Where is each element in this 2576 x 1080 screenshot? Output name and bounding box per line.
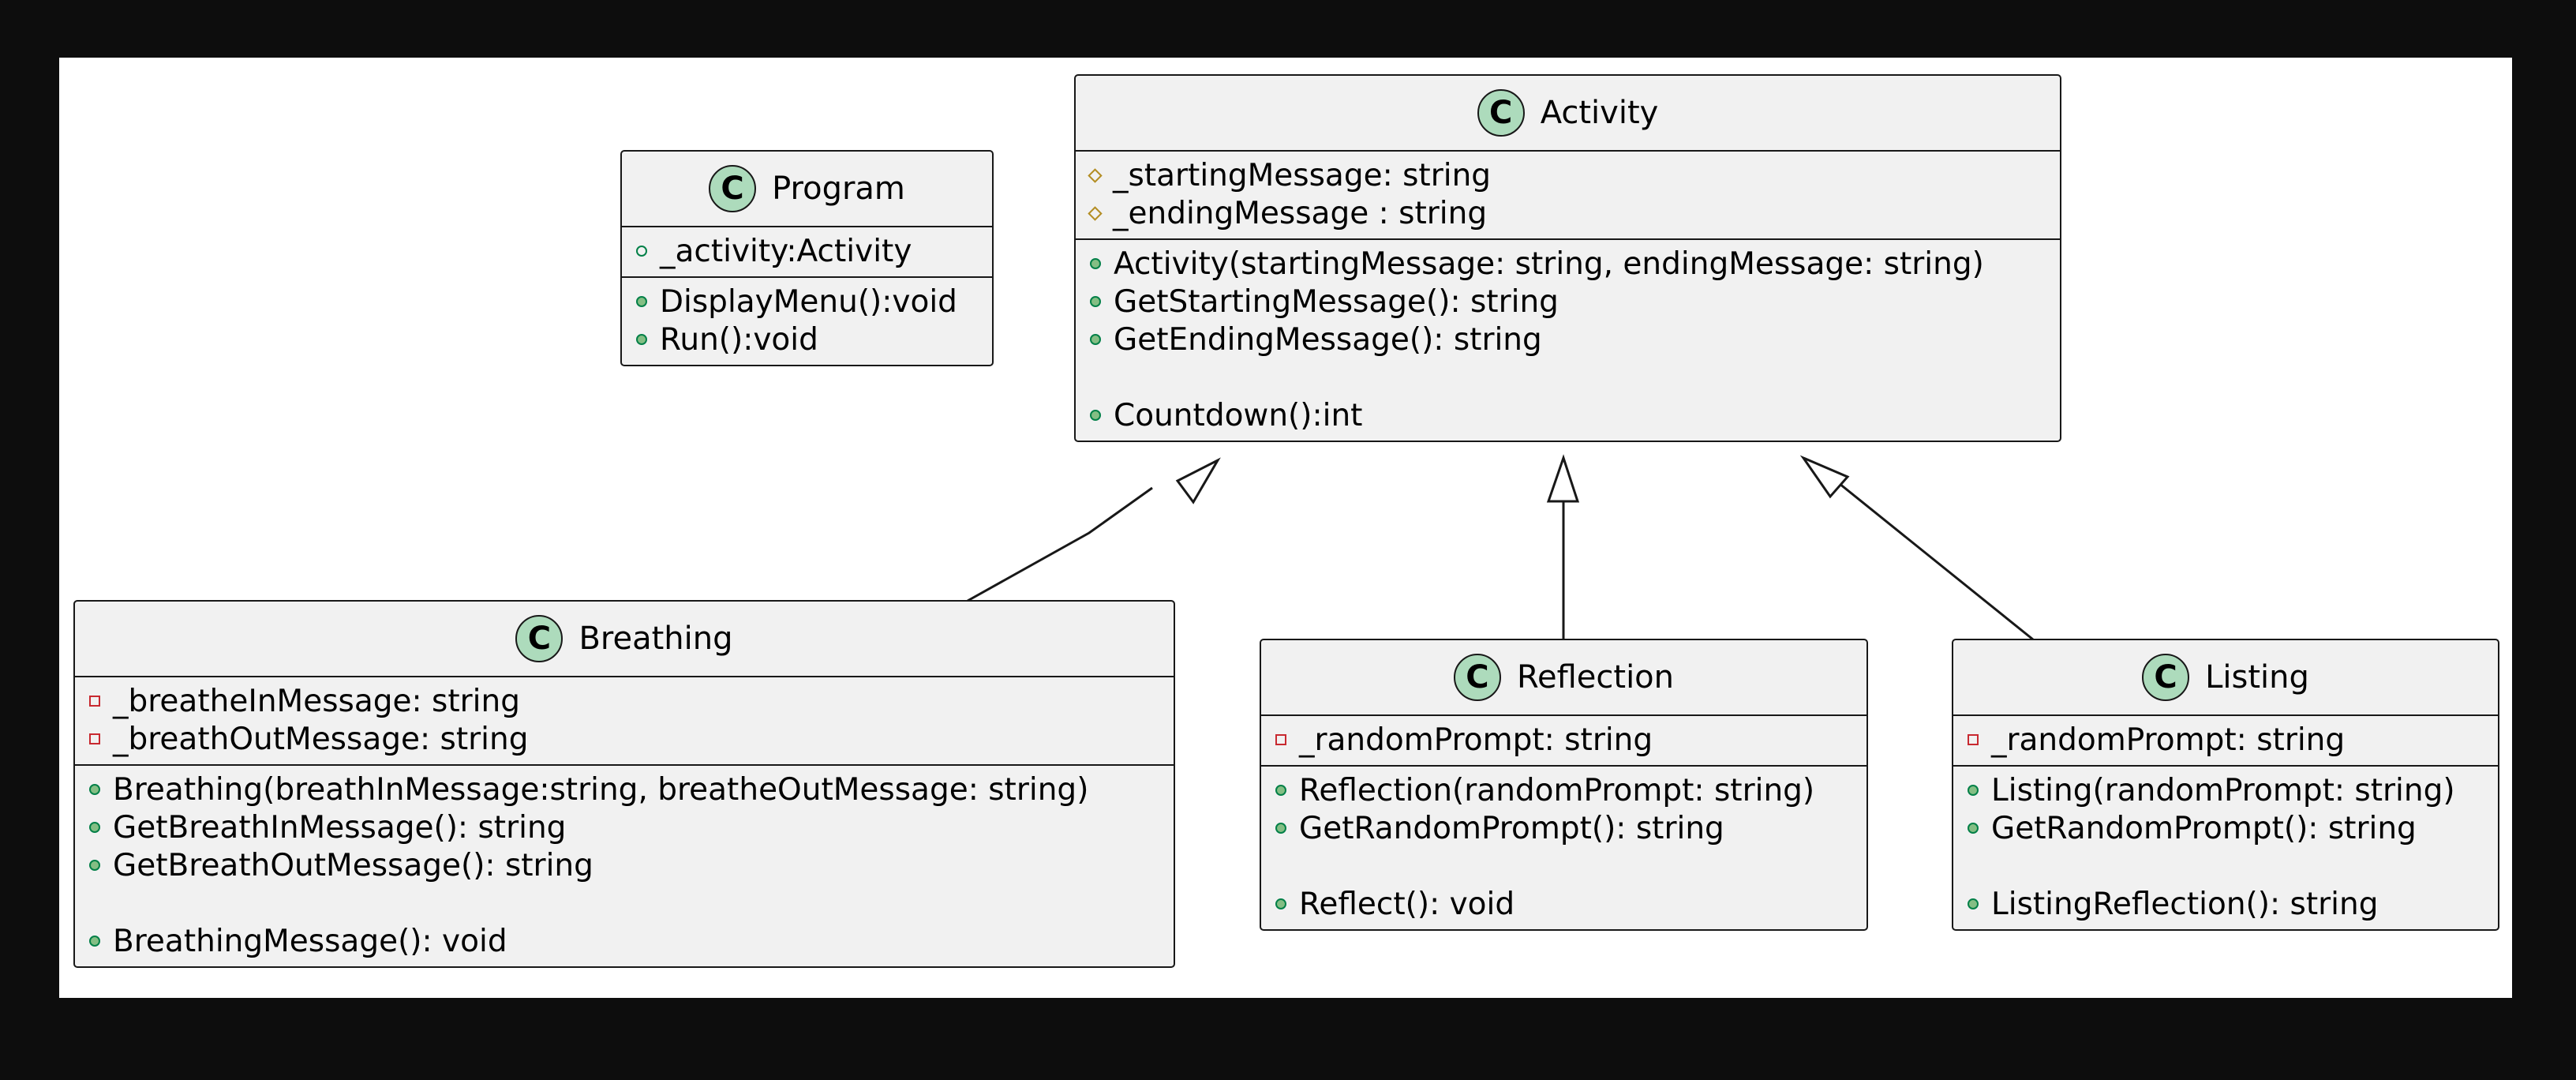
class-header: C Program: [622, 152, 992, 227]
method-row: GetBreathInMessage(): string: [75, 808, 1174, 846]
class-c-icon: C: [515, 615, 564, 662]
class-header: C Reflection: [1261, 640, 1866, 716]
protected-visibility-icon: [1088, 205, 1103, 221]
fields-section: _breatheInMessage: string _breathOutMess…: [75, 677, 1174, 764]
class-header: C Activity: [1076, 76, 2060, 152]
class-c-icon: C: [709, 165, 757, 212]
method-row: Run():void: [622, 321, 992, 358]
method-row: ListingReflection(): string: [1953, 885, 2498, 923]
public-visibility-icon: [89, 860, 100, 871]
inheritance-arrowhead: [1175, 457, 1221, 504]
method-row: GetStartingMessage(): string: [1076, 283, 2060, 321]
class-header: C Listing: [1953, 640, 2498, 716]
method-row: Activity(startingMessage: string, ending…: [1076, 245, 2060, 283]
diagram-canvas: C Program _activity:Activity DisplayMenu…: [59, 58, 2512, 998]
class-program[interactable]: C Program _activity:Activity DisplayMenu…: [620, 150, 994, 366]
private-visibility-icon: [89, 696, 100, 707]
class-name: Listing: [2205, 659, 2309, 696]
public-visibility-icon: [1090, 334, 1101, 345]
protected-visibility-icon: [1088, 167, 1103, 183]
methods-section: DisplayMenu():void Run():void: [622, 276, 992, 365]
public-visibility-icon: [636, 334, 647, 345]
class-c-icon: C: [1477, 89, 1525, 137]
fields-section: _startingMessage: string _endingMessage …: [1076, 152, 2060, 238]
public-visibility-icon: [1968, 823, 1979, 834]
class-breathing[interactable]: C Breathing _breatheInMessage: string _b…: [73, 600, 1175, 968]
field-row: _startingMessage: string: [1076, 156, 2060, 194]
class-name: Program: [772, 171, 905, 207]
field-row: _breatheInMessage: string: [75, 682, 1174, 720]
public-visibility-icon: [1275, 823, 1286, 834]
class-reflection[interactable]: C Reflection _randomPrompt: string Refle…: [1260, 639, 1868, 931]
relation-breathing-activity: [967, 486, 1153, 602]
method-row: Reflect(): void: [1261, 885, 1866, 923]
public-visibility-icon: [1090, 410, 1101, 421]
method-row: GetEndingMessage(): string: [1076, 321, 2060, 358]
field-row: _activity:Activity: [622, 232, 992, 270]
inheritance-arrowhead: [1546, 454, 1580, 503]
class-header: C Breathing: [75, 602, 1174, 677]
method-row: DisplayMenu():void: [622, 283, 992, 321]
method-row: Countdown():int: [1076, 396, 2060, 434]
public-visibility-icon: [1090, 296, 1101, 307]
public-visibility-icon: [636, 246, 647, 257]
field-row: _endingMessage : string: [1076, 194, 2060, 232]
fields-section: _activity:Activity: [622, 227, 992, 276]
method-row: BreathingMessage(): void: [75, 922, 1174, 960]
class-name: Reflection: [1516, 659, 1675, 696]
public-visibility-icon: [1275, 785, 1286, 796]
fields-section: _randomPrompt: string: [1261, 716, 1866, 765]
private-visibility-icon: [1275, 734, 1286, 745]
field-row: _randomPrompt: string: [1261, 721, 1866, 759]
field-row: _breathOutMessage: string: [75, 720, 1174, 758]
public-visibility-icon: [1275, 898, 1286, 909]
public-visibility-icon: [89, 784, 100, 795]
method-row: GetBreathOutMessage(): string: [75, 846, 1174, 884]
public-visibility-icon: [89, 936, 100, 947]
methods-section: Reflection(randomPrompt: string) GetRand…: [1261, 765, 1866, 929]
public-visibility-icon: [1968, 785, 1979, 796]
class-name: Breathing: [578, 621, 733, 657]
private-visibility-icon: [89, 733, 100, 744]
public-visibility-icon: [636, 296, 647, 307]
public-visibility-icon: [89, 822, 100, 833]
class-name: Activity: [1540, 95, 1659, 131]
public-visibility-icon: [1968, 898, 1979, 909]
class-c-icon: C: [2142, 654, 2190, 701]
method-row: Listing(randomPrompt: string): [1953, 771, 2498, 809]
class-c-icon: C: [1453, 654, 1501, 701]
private-visibility-icon: [1968, 734, 1979, 745]
method-row: Breathing(breathInMessage:string, breath…: [75, 771, 1174, 808]
methods-section: Activity(startingMessage: string, ending…: [1076, 238, 2060, 441]
class-listing[interactable]: C Listing _randomPrompt: string Listing(…: [1952, 639, 2499, 931]
method-row: Reflection(randomPrompt: string): [1261, 771, 1866, 809]
method-row: GetRandomPrompt(): string: [1261, 809, 1866, 847]
class-activity[interactable]: C Activity _startingMessage: string _end…: [1074, 74, 2061, 442]
public-visibility-icon: [1090, 258, 1101, 269]
inheritance-arrowhead: [1799, 455, 1850, 499]
field-row: _randomPrompt: string: [1953, 721, 2498, 759]
fields-section: _randomPrompt: string: [1953, 716, 2498, 765]
methods-section: Breathing(breathInMessage:string, breath…: [75, 764, 1174, 966]
relations-layer: [967, 454, 2034, 641]
method-row: GetRandomPrompt(): string: [1953, 809, 2498, 847]
methods-section: Listing(randomPrompt: string) GetRandomP…: [1953, 765, 2498, 929]
relation-listing-activity: [1822, 469, 2034, 641]
